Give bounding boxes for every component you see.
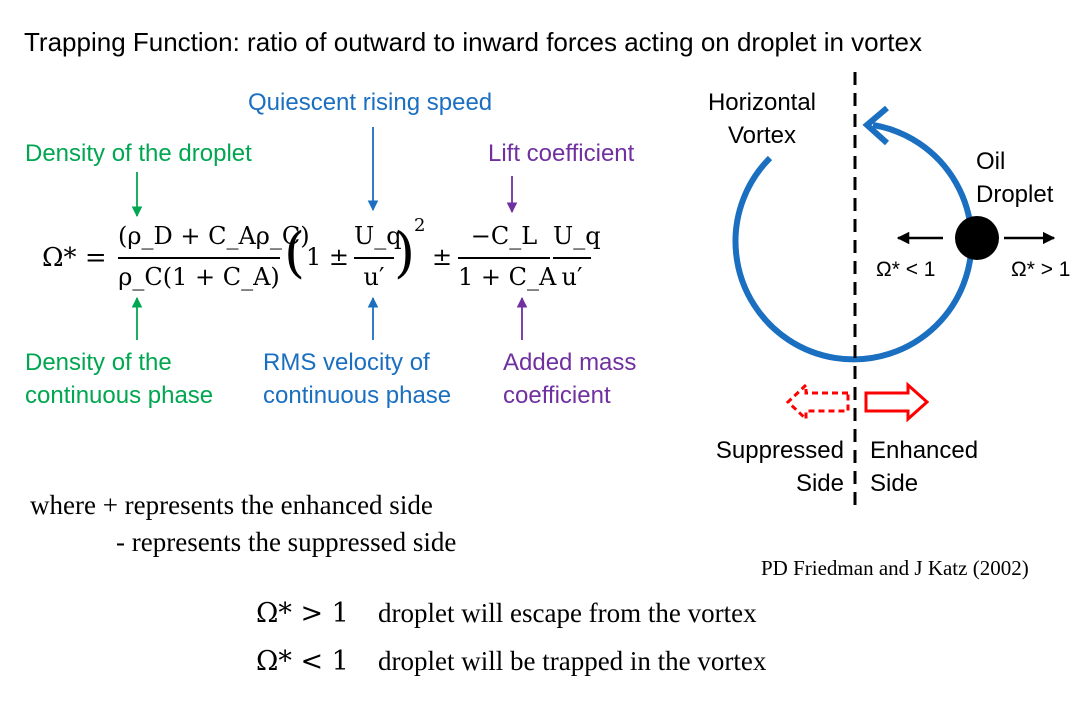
where-line-suppressed: - represents the suppressed side [116,527,457,557]
label-density-droplet: Density of the droplet [25,140,252,167]
label-enhanced-side-line1: Enhanced [870,437,979,464]
label-density-continuous-line1: Density of the [25,349,172,376]
label-enhanced-side: Enhanced Side [870,434,978,500]
label-horizontal-vortex: Horizontal Vortex [700,86,824,152]
label-oil-droplet-line2: Droplet [976,181,1054,208]
outcome-escape-text: droplet will escape from the vortex [378,598,757,628]
equation-paren-open: ( [284,221,306,284]
outcome-escape-condition: Ω* > 1 [256,598,349,629]
equation-one-pm: 1 ± [306,243,350,271]
outcome-escape: Ω* > 1 droplet will escape from the vorte… [256,598,757,629]
equation-frac2-numerator: U_q [354,222,402,250]
equation-frac2-denominator: u′ [363,263,385,291]
outcome-trapped: Ω* < 1 droplet will be trapped in the vor… [256,646,766,677]
equation-exponent: 2 [414,215,426,236]
page-title: Trapping Function: ratio of outward to i… [24,27,922,57]
label-quiescent-rising-speed: Quiescent rising speed [248,89,493,116]
equation-frac1-denominator: ρ_C(1 + C_A) [118,263,280,291]
outcome-trapped-text: droplet will be trapped in the vortex [378,646,767,676]
label-lift-coefficient: Lift coefficient [488,140,635,167]
label-suppressed-side-line1: Suppressed [715,437,844,464]
label-added-mass: Added mass coefficient [503,346,636,412]
label-omega-less-than-one: Ω* < 1 [876,258,936,281]
equation-frac3-bar [458,257,550,259]
equation-frac1-bar [118,257,280,259]
label-oil-droplet-line1: Oil [976,148,1006,175]
label-horizontal-vortex-line2: Vortex [727,122,797,149]
label-rms-velocity-line2: continuous phase [263,382,452,409]
vortex-arrowhead-icon [862,105,890,146]
equation-frac4-denominator: u′ [561,263,583,291]
label-suppressed-side: Suppressed Side [698,434,844,500]
oil-droplet-icon [955,216,999,260]
equation-frac4-bar [553,257,591,259]
label-density-continuous-line2: continuous phase [25,382,214,409]
where-line-enhanced: where + represents the enhanced side [30,490,433,520]
enhanced-arrow-icon [864,381,930,423]
equation-pm: ± [432,243,453,271]
outcome-trapped-condition: Ω* < 1 [256,646,349,677]
label-added-mass-line2: coefficient [503,382,611,409]
label-density-continuous: Density of the continuous phase [25,346,213,412]
label-rms-velocity: RMS velocity of continuous phase [263,346,451,412]
label-horizontal-vortex-line1: Horizontal [707,89,817,116]
label-suppressed-side-line2: Side [795,470,844,497]
citation: PD Friedman and J Katz (2002) [761,556,1029,580]
label-oil-droplet: Oil Droplet [976,145,1053,211]
label-enhanced-side-line2: Side [870,470,919,497]
label-added-mass-line1: Added mass [503,349,637,376]
label-omega-greater-than-one: Ω* > 1 [1011,258,1071,281]
equation-paren-close: ) [394,221,416,284]
equation-frac1-numerator: (ρ_D + C_Aρ_C) [118,222,310,250]
vortex-circle [732,122,975,363]
equation-frac2-bar [354,257,394,259]
label-rms-velocity-line1: RMS velocity of [263,349,430,376]
suppressed-arrow-icon [785,381,850,423]
equation-lhs: Ω* = [42,243,107,273]
equation-frac3-numerator: −C_L [470,222,538,250]
equation-frac3-denominator: 1 + C_A [458,263,557,291]
